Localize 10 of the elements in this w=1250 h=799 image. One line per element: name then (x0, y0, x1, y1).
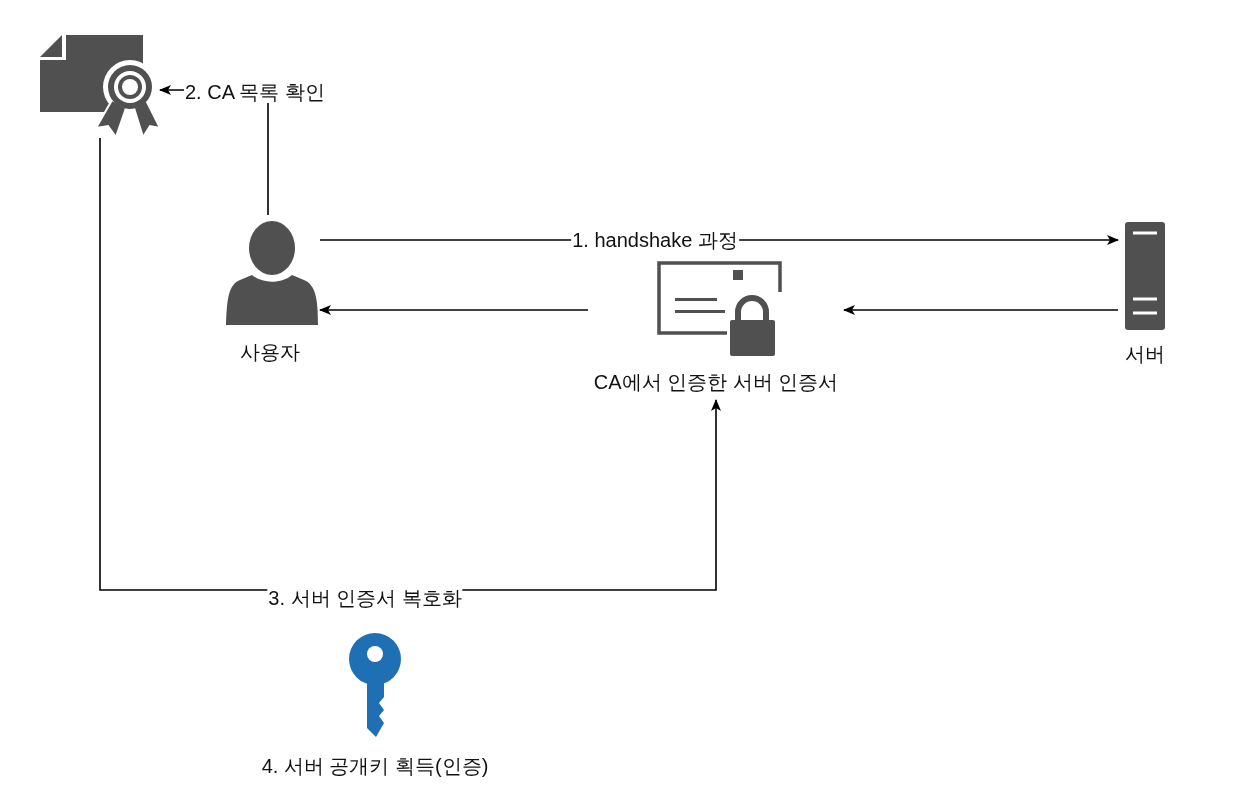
edge-label: 1. handshake 과정 (571, 229, 739, 251)
icon-caption: 사용자 (240, 340, 300, 364)
icon-caption: CA에서 인증한 서버 인증서 (593, 370, 839, 394)
edge-label: 2. CA 목록 확인 (184, 81, 326, 103)
icon-caption: 서버 (1125, 342, 1165, 366)
icon-caption: 4. 서버 공개키 획득(인증) (261, 754, 489, 778)
arrow (843, 305, 1119, 315)
arrow (319, 305, 589, 315)
certificate-icon (40, 33, 160, 138)
edge-label: 3. 서버 인증서 복호화 (267, 587, 463, 609)
